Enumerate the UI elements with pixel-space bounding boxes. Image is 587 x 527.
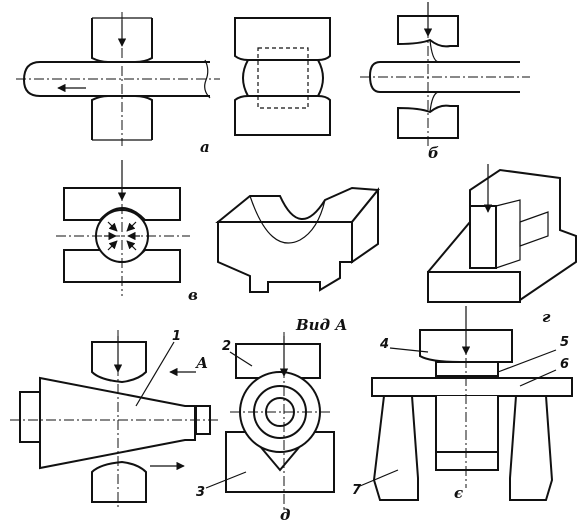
- figure-a: а: [16, 12, 220, 156]
- figure-g: г: [427, 164, 577, 326]
- callout-7: 7: [352, 483, 362, 498]
- figure-e: 4 5 6 7 є: [352, 306, 573, 502]
- callout-5: 5: [560, 335, 569, 350]
- figure-d: Вид А 2 3 д: [196, 316, 347, 524]
- callout-1: 1: [172, 329, 181, 344]
- figure-v-die: [215, 186, 380, 293]
- callout-4: 4: [379, 337, 389, 352]
- label-d: д: [280, 506, 290, 524]
- figure-1: А 1: [10, 329, 218, 510]
- callout-3: 3: [196, 485, 205, 500]
- callout-2: 2: [222, 339, 231, 354]
- label-a: а: [200, 138, 210, 156]
- figure-a-side: [234, 17, 331, 136]
- label-vid-a: Вид А: [295, 316, 347, 334]
- figure-v: в: [56, 160, 198, 304]
- label-v: в: [188, 286, 198, 304]
- label-e: є: [454, 484, 463, 502]
- callout-6: 6: [560, 357, 569, 372]
- label-b: б: [428, 144, 439, 162]
- label-arrow-a: А: [195, 354, 208, 372]
- figure-b: б: [360, 2, 530, 162]
- label-g: г: [542, 308, 551, 326]
